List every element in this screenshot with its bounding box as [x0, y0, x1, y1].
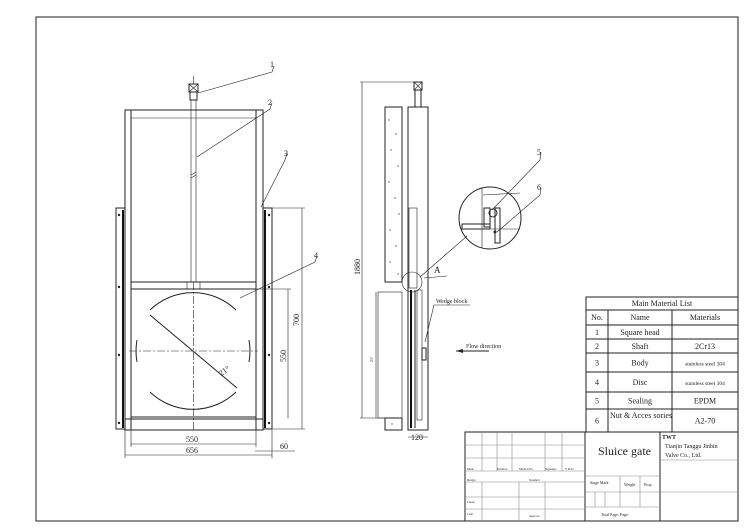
header-name: Name	[630, 313, 650, 322]
square-head-icon	[413, 81, 423, 108]
row-no: 3	[595, 359, 599, 368]
concrete-wall	[384, 106, 403, 283]
row-name: Body	[631, 359, 648, 368]
label-design: Design	[467, 478, 476, 482]
wedge-block-label: Wedge block	[436, 299, 467, 305]
row-no: 6	[595, 417, 599, 426]
label-stage-mark: Stage Mark	[590, 480, 609, 485]
body-depth-dimension: 120	[411, 433, 423, 442]
row-material: stainless steel 304	[685, 381, 725, 387]
flow-direction-label: Flow direction	[466, 344, 501, 350]
side-angle-dimension: 21°	[369, 356, 374, 362]
part-number-6: 6	[537, 183, 541, 192]
header-no: No.	[591, 313, 603, 322]
opening-height-dimension: 550	[279, 350, 288, 362]
label-check: Check	[467, 500, 475, 504]
label-signature: Signature	[545, 467, 557, 471]
label-partition: Partition	[497, 467, 508, 471]
detail-a-label: A	[434, 265, 441, 275]
material-list-title: Main Material List	[632, 299, 693, 308]
row-name: Square head	[620, 328, 659, 337]
row-name: Shaft	[632, 342, 650, 351]
row-no: 5	[595, 397, 599, 406]
part-number-5: 5	[537, 148, 541, 157]
part-number-1: 1	[270, 60, 274, 69]
row-no: 2	[595, 342, 599, 351]
company-logo: TWT	[662, 435, 676, 441]
company-name-line1: Tianjin Tanggu Jinbin	[665, 444, 718, 450]
row-name: Disc	[633, 378, 648, 387]
label-mark: Mark	[467, 467, 474, 471]
detail-a-view	[458, 186, 522, 250]
opening-width-dimension: 550	[186, 435, 198, 444]
label-prop: Prop.	[644, 482, 653, 487]
row-no: 4	[595, 378, 599, 387]
part-number-2: 2	[268, 98, 272, 107]
row-material: A2-70	[695, 417, 715, 426]
side-view: 1880 21° 120 5 6 A Wedge block Flow dire…	[353, 81, 542, 442]
row-name: Nut & Acces sories	[610, 411, 672, 420]
drawing-title: Sluice gate	[598, 444, 651, 458]
row-material: EPDM	[694, 397, 716, 406]
header-material: Materials	[690, 313, 720, 322]
drawing-border	[35, 16, 739, 522]
part-number-4: 4	[314, 251, 318, 260]
angle-dimension: 21°	[217, 364, 231, 378]
label-page: Page:	[620, 512, 629, 517]
label-weight: Weight	[624, 482, 636, 487]
overall-width-dimension: 656	[186, 446, 198, 455]
company-name-line2: Valve Co., Ltd.	[665, 453, 702, 459]
square-head-icon	[188, 76, 199, 101]
flange-width-dimension: 60	[280, 442, 288, 451]
overall-height-dimension: 1880	[353, 259, 362, 275]
flow-arrow-icon	[456, 349, 489, 353]
title-block: Sluice gate TWT Tianjin Tanggu Jinbin Va…	[464, 431, 739, 522]
row-no: 1	[595, 328, 599, 337]
label-standard: Standard	[529, 478, 540, 482]
part-number-3: 3	[284, 149, 288, 158]
shaft	[190, 99, 197, 283]
label-method-no: Method No.	[519, 467, 534, 471]
front-view: 21° 700 550 550 656 60 1 2 3 4	[115, 60, 318, 458]
row-material: stainless steel 304	[685, 362, 725, 368]
frame-height-dimension: 700	[292, 314, 301, 326]
row-material: 2Cr13	[695, 342, 715, 351]
label-ymd: Y M D	[565, 467, 574, 471]
label-total-page: Total Page:	[601, 512, 619, 517]
row-name: Sealing	[628, 397, 652, 406]
label-approve: Approve	[529, 514, 540, 518]
label-craft: Craft	[467, 512, 473, 516]
